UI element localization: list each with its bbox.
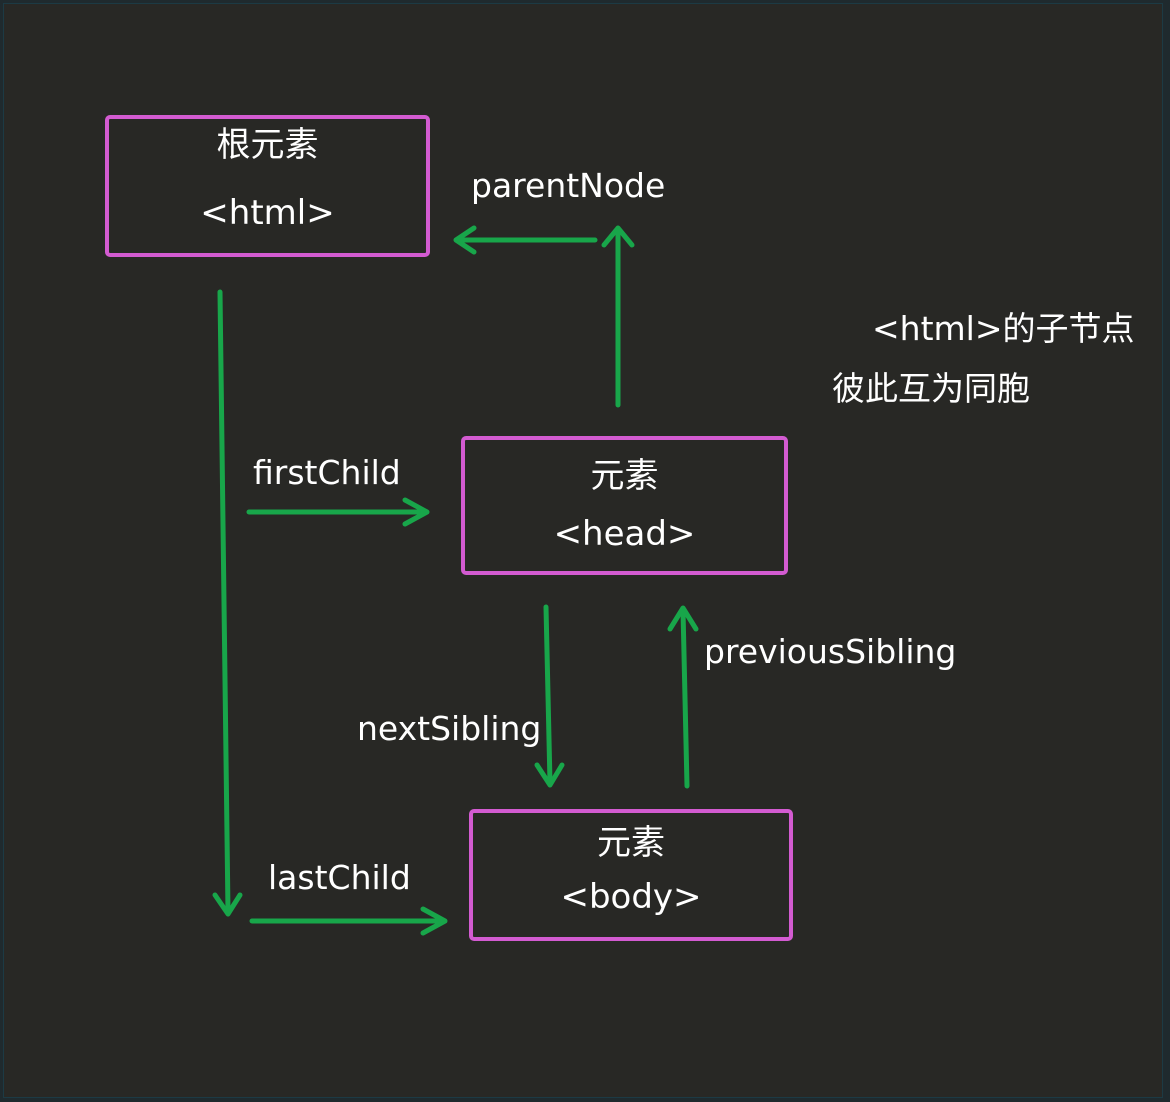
label-first-child: firstChild: [253, 453, 401, 492]
label-previous-sibling: previousSibling: [704, 632, 957, 671]
note-line-1: <html>的子节点: [872, 309, 1135, 348]
node-body: 元素 <body>: [469, 809, 793, 941]
arrow-last-child: [249, 906, 448, 936]
label-next-sibling: nextSibling: [357, 709, 542, 748]
node-head: 元素 <head>: [461, 436, 788, 575]
label-parent-node: parentNode: [471, 166, 666, 205]
arrow-parent-node-left: [453, 225, 598, 255]
node-body-tag: <body>: [560, 877, 702, 917]
node-root-title: 根元素: [216, 125, 319, 165]
arrow-next-sibling: [534, 604, 565, 788]
note-line-2: 彼此互为同胞: [832, 369, 1030, 408]
node-body-title: 元素: [597, 823, 665, 863]
arrow-parent-node-up: [601, 225, 635, 408]
arrow-last-child-down: [212, 289, 243, 917]
diagram-canvas: [3, 3, 1163, 1098]
arrow-previous-sibling: [667, 605, 699, 789]
node-root-tag: <html>: [200, 193, 335, 233]
node-head-tag: <head>: [553, 514, 696, 554]
arrow-first-child: [246, 497, 430, 527]
node-root-html: 根元素 <html>: [105, 115, 430, 257]
label-last-child: lastChild: [268, 858, 411, 897]
node-head-title: 元素: [590, 456, 659, 496]
